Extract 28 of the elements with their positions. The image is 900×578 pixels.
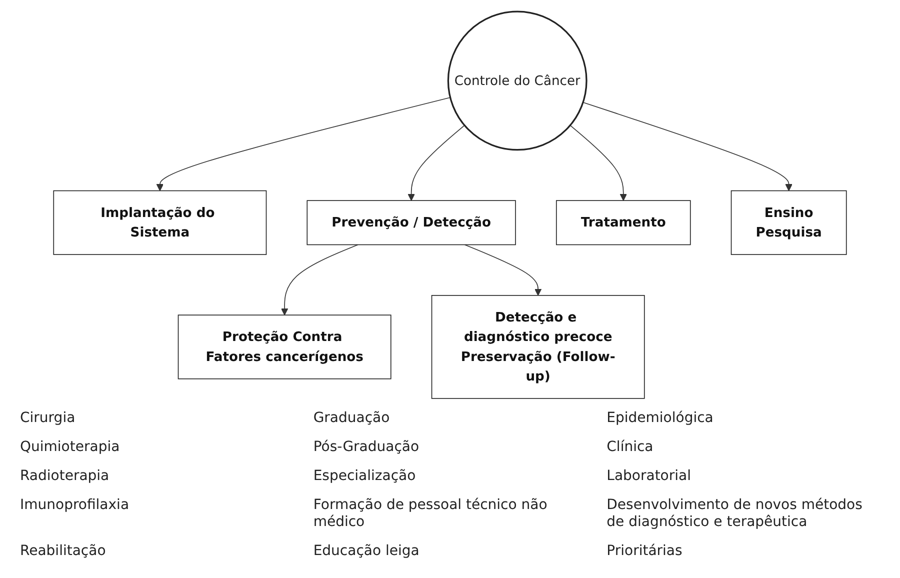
list-item: Graduação (313, 410, 391, 428)
list-item: Reabilitação (20, 542, 107, 561)
list-item: Desenvolvimento de novos métodos de diagnóstico e terapêutica (606, 497, 864, 532)
list-item: Pós-Graduação (313, 439, 420, 458)
list-item: Quimioterapia (20, 439, 121, 458)
node-circle: Controle do Câncer (447, 10, 588, 151)
list-item: Formação de pessoal técnico não médico (313, 497, 548, 532)
arrow (570, 124, 627, 201)
list-item: Prioritárias (606, 542, 684, 561)
list-item: Epidemiológica (606, 410, 714, 428)
list-item: Radioterapia (20, 468, 110, 486)
list-item: Imunoprofilaxia (20, 497, 130, 516)
arrow (156, 97, 451, 192)
node-box: Prevenção / Detecção (306, 200, 516, 246)
node-box: Tratamento (556, 200, 691, 246)
list-item: Clínica (606, 439, 654, 458)
list-item: Especialização (313, 468, 417, 486)
node-box: Ensino Pesquisa (730, 190, 847, 255)
list-item: Educação leiga (313, 542, 420, 561)
arrow (464, 244, 542, 296)
list-item: Laboratorial (606, 468, 692, 486)
list-item: Cirurgia (20, 410, 76, 428)
node-box: Detecção e diagnóstico precoce Preservação (Follow-up) (431, 295, 645, 399)
node-box: Implantação do Sistema (53, 190, 267, 255)
arrow (582, 102, 792, 192)
node-box: Proteção Contra Fatores cancerígenos (178, 314, 392, 380)
arrow (408, 124, 465, 201)
arrow (280, 244, 358, 316)
